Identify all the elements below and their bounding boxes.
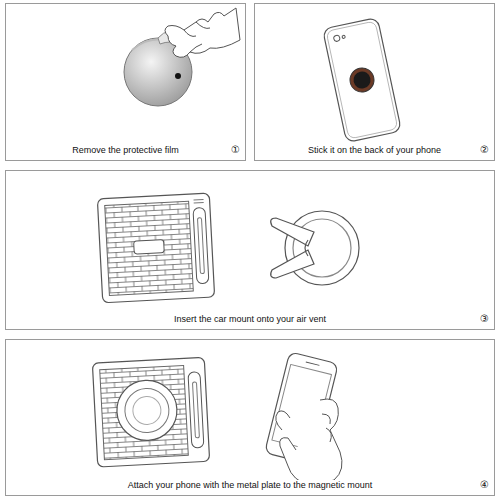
step-caption: Remove the protective film bbox=[70, 145, 181, 155]
air-vent-figure bbox=[97, 193, 214, 303]
magnetic-mount-figure bbox=[271, 211, 359, 285]
step-panel: Stick it on the back of your phone ② bbox=[254, 3, 495, 161]
step-number: ① bbox=[231, 144, 240, 155]
hand-figure bbox=[165, 8, 240, 57]
step-number: ④ bbox=[480, 479, 489, 490]
step-number: ③ bbox=[480, 313, 489, 324]
step-panel: Insert the car mount onto your air vent ③ bbox=[5, 170, 495, 330]
step-caption: Stick it on the back of your phone bbox=[306, 145, 443, 155]
step-panel: Attach your phone with the metal plate t… bbox=[5, 339, 495, 496]
step-panel: Remove the protective film ① bbox=[5, 3, 246, 161]
mounted-vent-figure bbox=[92, 357, 209, 467]
hand-with-phone-figure bbox=[265, 352, 342, 486]
step-caption: Attach your phone with the metal plate t… bbox=[126, 480, 375, 490]
step-number: ② bbox=[480, 144, 489, 155]
step-caption: Insert the car mount onto your air vent bbox=[172, 314, 328, 324]
phone-back-figure bbox=[323, 17, 402, 142]
